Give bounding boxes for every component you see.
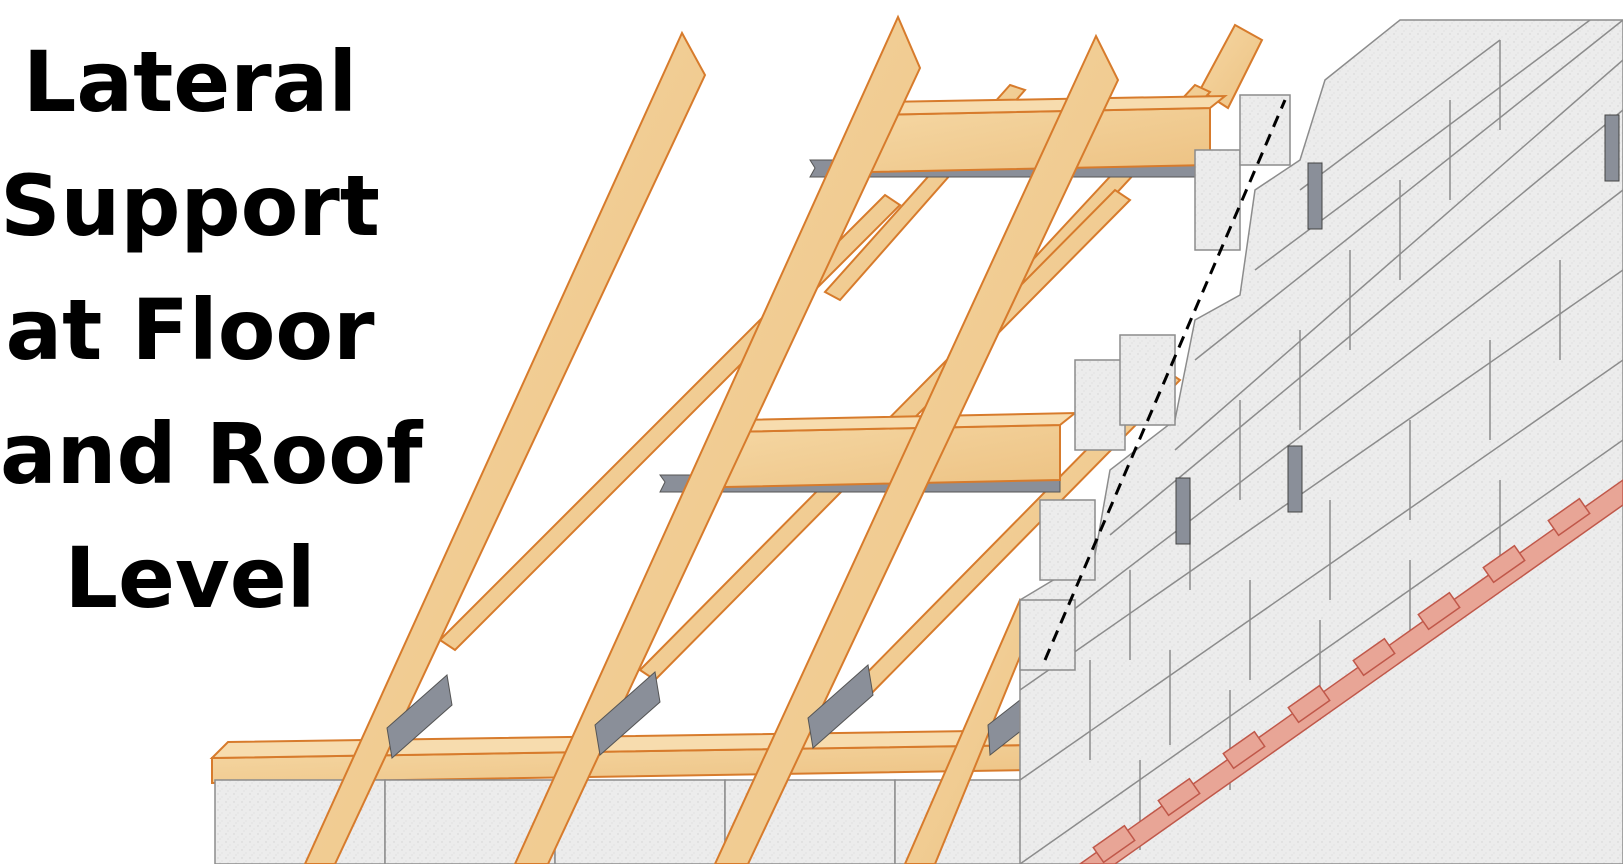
- restraint-strap: [1604, 114, 1620, 182]
- brick: [1157, 777, 1201, 817]
- rafter-straps: [386, 664, 1023, 759]
- restraint-strap: [594, 671, 661, 756]
- gable-block: [1194, 149, 1241, 251]
- diagram-title: Lateral Support at Floor and Roof Level: [0, 20, 423, 640]
- brick-course: [1078, 479, 1623, 864]
- wall-straps: [1175, 114, 1620, 545]
- upper-level-timbers: [809, 94, 1228, 178]
- title-line: and Roof: [0, 405, 423, 503]
- restraint-strap: [1287, 445, 1303, 513]
- gable-block: [1119, 334, 1176, 426]
- gable-block: [1019, 599, 1076, 671]
- gable-block: [1074, 359, 1126, 451]
- restraint-strap: [386, 674, 453, 759]
- wall-plate: [209, 728, 1048, 785]
- rafters-front: [303, 14, 1120, 864]
- rafter: [303, 30, 707, 864]
- restraint-strap: [1175, 477, 1191, 545]
- rafter: [713, 33, 1120, 864]
- brick: [1547, 497, 1591, 537]
- title-line: Level: [64, 529, 316, 627]
- title-line: Lateral: [22, 33, 358, 131]
- dashed-support-line: [1043, 99, 1287, 661]
- gable-block: [1039, 499, 1096, 581]
- restraint-strap: [1307, 162, 1323, 230]
- restraint-strap: [807, 664, 874, 749]
- gable-blockwork: [1019, 19, 1623, 864]
- brick: [1222, 730, 1266, 770]
- title-line: at Floor: [5, 281, 375, 379]
- brick: [1482, 544, 1526, 584]
- rafter: [513, 14, 922, 864]
- brick: [1092, 824, 1136, 864]
- brick: [1287, 684, 1331, 724]
- title-line: Support: [0, 157, 380, 255]
- brick: [1352, 637, 1396, 677]
- brick: [1417, 591, 1461, 631]
